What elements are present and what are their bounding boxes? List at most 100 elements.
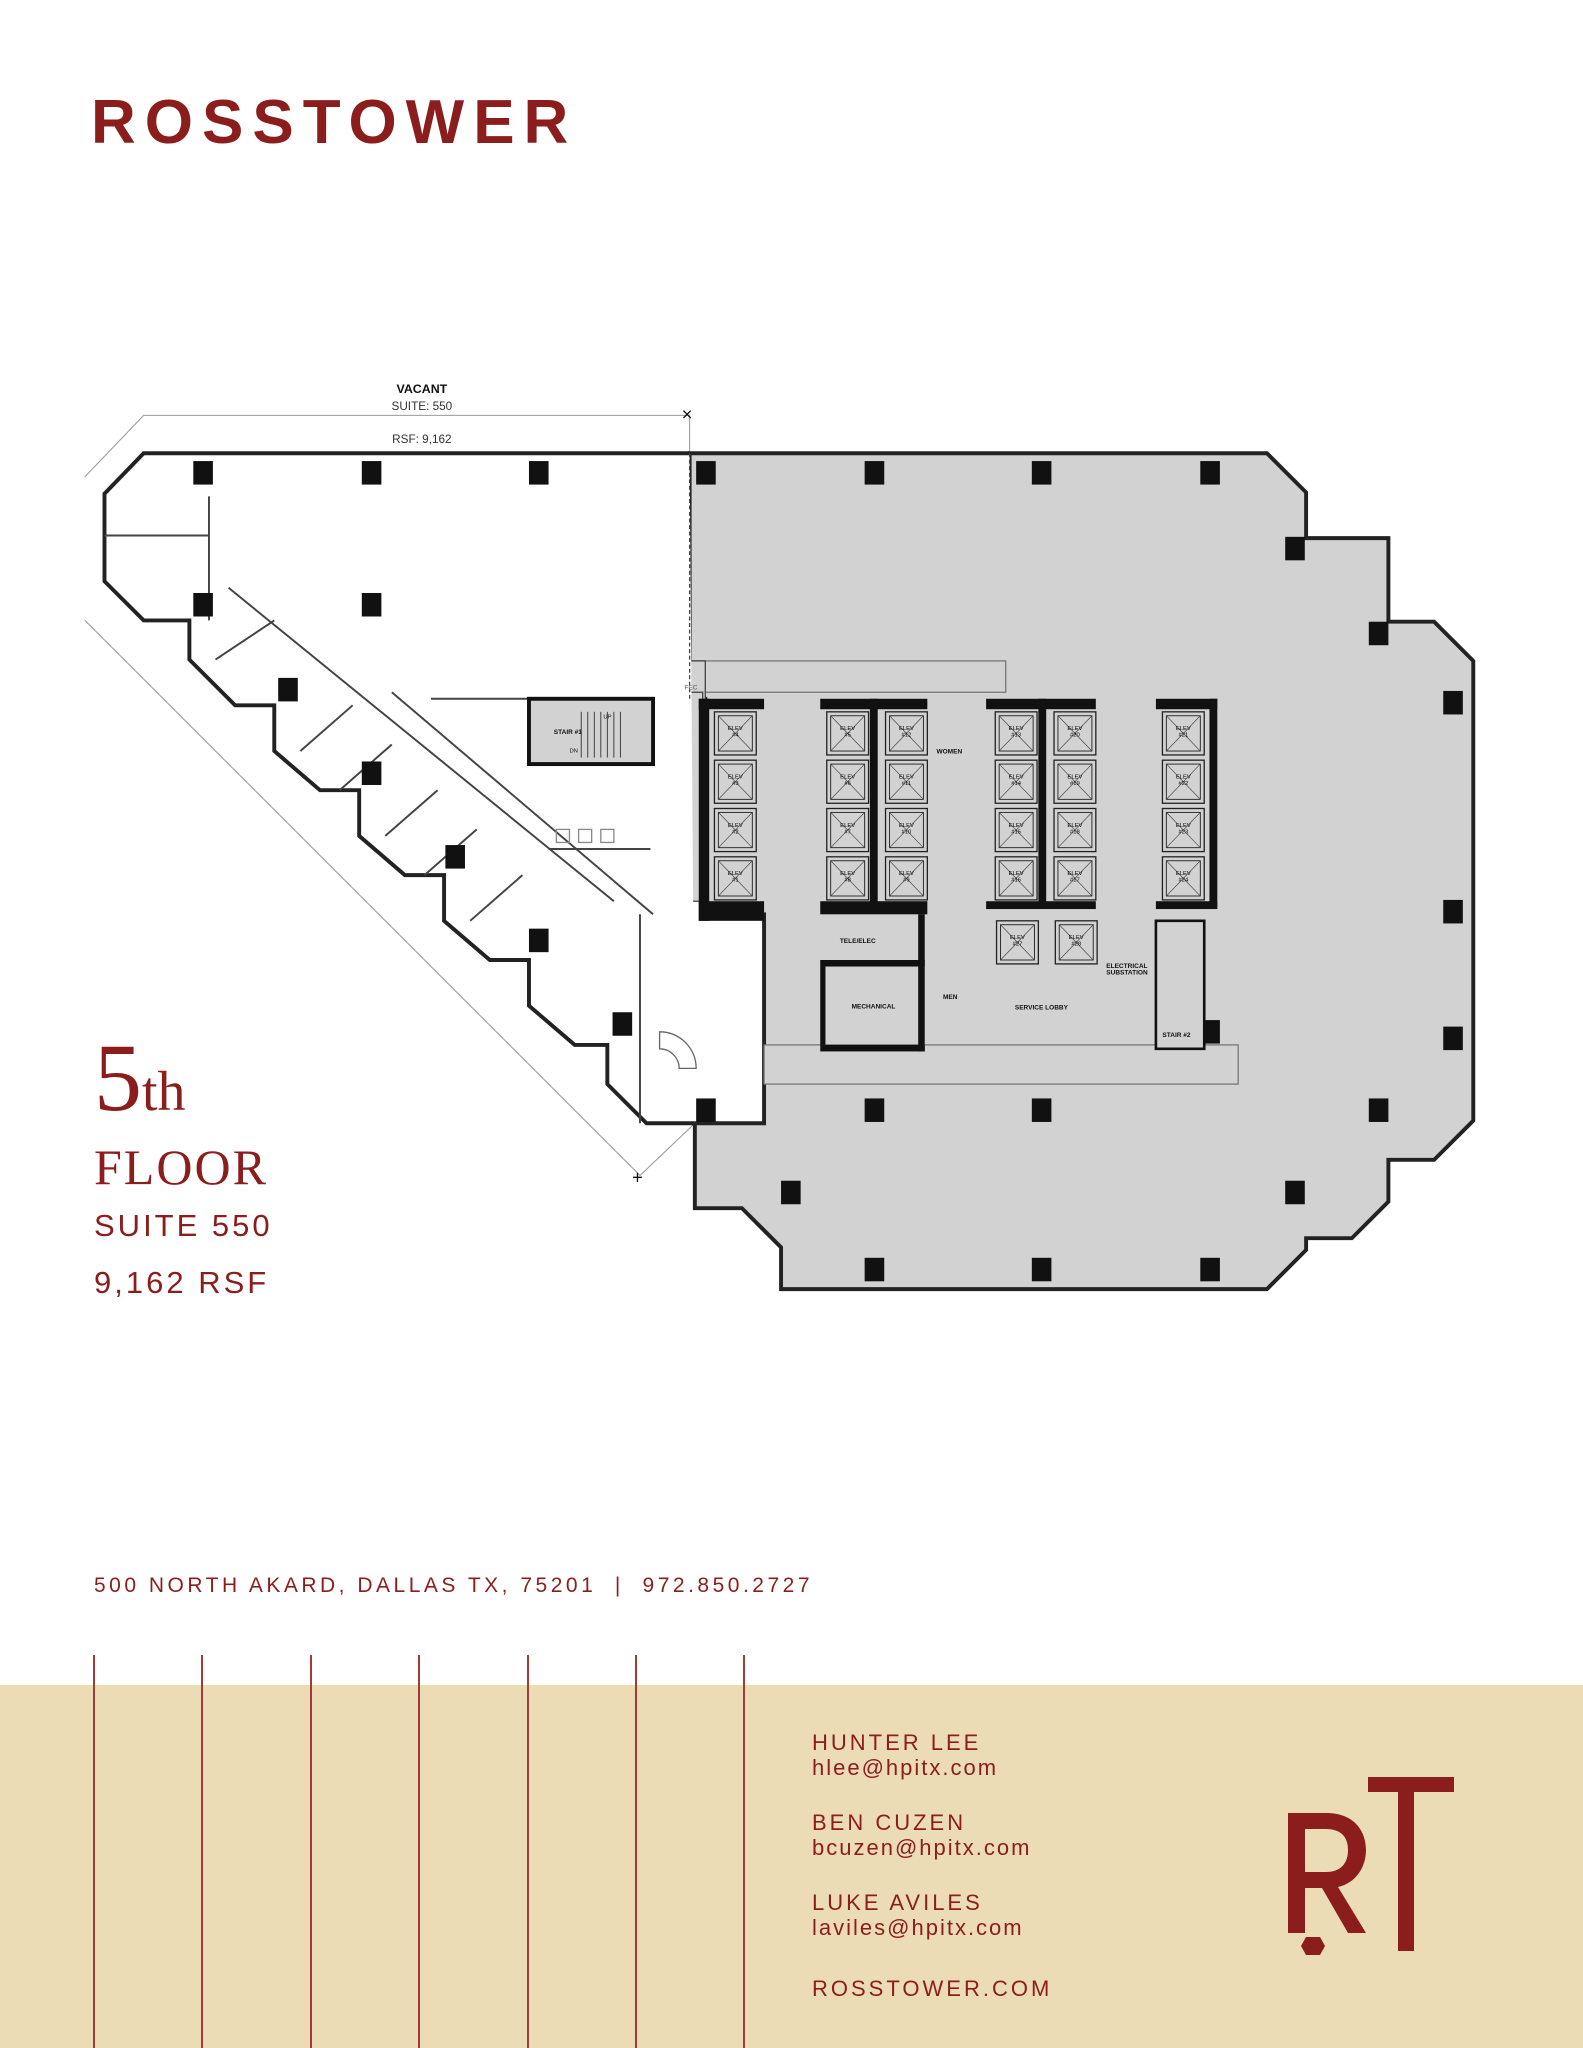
suite-boundary-line	[84, 414, 690, 478]
elevator-label: ELEV	[728, 774, 743, 780]
elevator: ELEV#5	[826, 711, 870, 756]
elevator-label: ELEV	[728, 823, 743, 829]
decorative-line	[418, 1655, 420, 2048]
elevator-label: ELEV	[1067, 726, 1082, 732]
substation-label: SUBSTATION	[1106, 969, 1148, 976]
elevator: ELEV#15	[994, 807, 1038, 853]
stair-1-label: STAIR #1	[554, 729, 582, 736]
stair-1	[527, 696, 656, 767]
elevator-label: ELEV	[899, 774, 914, 780]
structural-column	[864, 461, 885, 485]
structural-column	[1200, 461, 1220, 485]
structural-column	[278, 677, 298, 702]
elevator: ELEV#2	[713, 807, 757, 853]
elevator-label: #18	[1070, 829, 1080, 835]
elevator-label: ELEV	[1067, 774, 1082, 780]
elevator-label: #21	[1178, 733, 1188, 739]
stair-2	[1154, 919, 1206, 1051]
contact-name: HUNTER LEE	[812, 1730, 982, 1755]
structural-column	[1031, 461, 1052, 485]
elevator: ELEV#7	[826, 807, 870, 853]
decorative-line	[201, 1655, 203, 2048]
website-link[interactable]: ROSSTOWER.COM	[812, 1976, 1053, 2001]
structural-column	[361, 592, 382, 617]
floor-word: FLOOR	[94, 1139, 268, 1195]
elevator: ELEV#24	[1161, 856, 1205, 901]
elevator-label: ELEV	[728, 726, 743, 732]
elevator-label: #27	[1013, 942, 1023, 948]
elevator-label: #5	[844, 733, 851, 739]
elevator-label: #12	[902, 733, 912, 739]
structural-column	[1031, 1098, 1052, 1122]
plus-mark-icon: +	[632, 1166, 643, 1187]
rentable-square-feet: 9,162 RSF	[94, 1265, 270, 1300]
elevator-label: #14	[1011, 781, 1022, 787]
elevator: ELEV#10	[884, 807, 928, 853]
elevator-label: ELEV	[840, 823, 855, 829]
dn-label: DN	[569, 748, 577, 754]
elevator: ELEV#20	[1053, 711, 1097, 756]
suite-label: SUITE: 550	[391, 400, 452, 413]
elevator-label: ELEV	[1067, 871, 1082, 877]
suite-number: SUITE 550	[94, 1208, 273, 1243]
elevator: ELEV#4	[713, 711, 757, 756]
elevator-label: ELEV	[1067, 823, 1082, 829]
elevator-label: #9	[903, 878, 910, 884]
structural-column	[696, 1098, 716, 1122]
footer-band	[0, 1685, 1583, 2048]
elevator-label: #24	[1178, 878, 1189, 884]
structural-column	[864, 1257, 885, 1282]
electrical-label: ELECTRICAL	[1106, 963, 1147, 970]
elevator-label: #2	[732, 829, 739, 835]
elevator-label: #28	[1071, 942, 1081, 948]
elevator: ELEV#1	[713, 856, 757, 901]
elevator: ELEV#8	[826, 856, 870, 901]
structural-column	[528, 461, 549, 485]
contact-email[interactable]: bcuzen@hpitx.com	[812, 1835, 1032, 1860]
rsf-label: RSF: 9,162	[392, 433, 451, 446]
structural-column	[1285, 1180, 1305, 1205]
mechanical-label: MECHANICAL	[852, 1003, 896, 1010]
elevator-label: #20	[1070, 733, 1081, 739]
vacant-suite-outline	[102, 451, 695, 1126]
structural-column	[1443, 690, 1463, 715]
elevator: ELEV#3	[713, 759, 757, 804]
elevator-label: #16	[1011, 878, 1021, 884]
fec-label: FEC	[684, 685, 697, 692]
decorative-line	[527, 1655, 529, 2048]
elevator: ELEV#17	[1053, 856, 1097, 901]
structural-column	[1285, 536, 1305, 561]
elevator-label: #11	[902, 781, 911, 787]
elevator: ELEV#27	[995, 920, 1040, 965]
elevator-label: #7	[844, 829, 851, 835]
men-label: MEN	[943, 994, 958, 1001]
elevator-label: ELEV	[728, 871, 743, 877]
elevator: ELEV#22	[1161, 759, 1205, 804]
elevator-label: ELEV	[1176, 774, 1191, 780]
structural-column	[361, 461, 382, 485]
structural-column	[696, 461, 716, 485]
elevator-label: #15	[1011, 829, 1022, 835]
address-phone: 500 NORTH AKARD, DALLAS TX, 75201 | 972.…	[94, 1574, 814, 1597]
decorative-line	[93, 1655, 95, 2048]
elevator-label: #1	[732, 878, 739, 884]
elevator: ELEV#12	[884, 711, 928, 756]
elevator-label: ELEV	[840, 871, 855, 877]
rosstower-logo: ROSSTOWER	[91, 88, 578, 157]
contact-email[interactable]: laviles@hpitx.com	[812, 1915, 1024, 1940]
elevator-label: #19	[1070, 781, 1080, 787]
structural-column	[193, 592, 213, 617]
elevator-label: #3	[732, 781, 739, 787]
structural-column	[528, 928, 549, 953]
elevator-label: ELEV	[840, 774, 855, 780]
elevator-label: ELEV	[1176, 823, 1191, 829]
elevator: ELEV#13	[994, 711, 1038, 756]
elevator: ELEV#21	[1161, 711, 1205, 756]
elevator: ELEV#28	[1054, 920, 1098, 965]
elevator-label: ELEV	[899, 726, 914, 732]
floor-number-digit: 5	[94, 1024, 142, 1131]
contact-email[interactable]: hlee@hpitx.com	[812, 1755, 999, 1780]
elevator-label: #10	[902, 829, 913, 835]
floor-number: 5th	[94, 1030, 186, 1126]
structural-column	[612, 1012, 633, 1036]
